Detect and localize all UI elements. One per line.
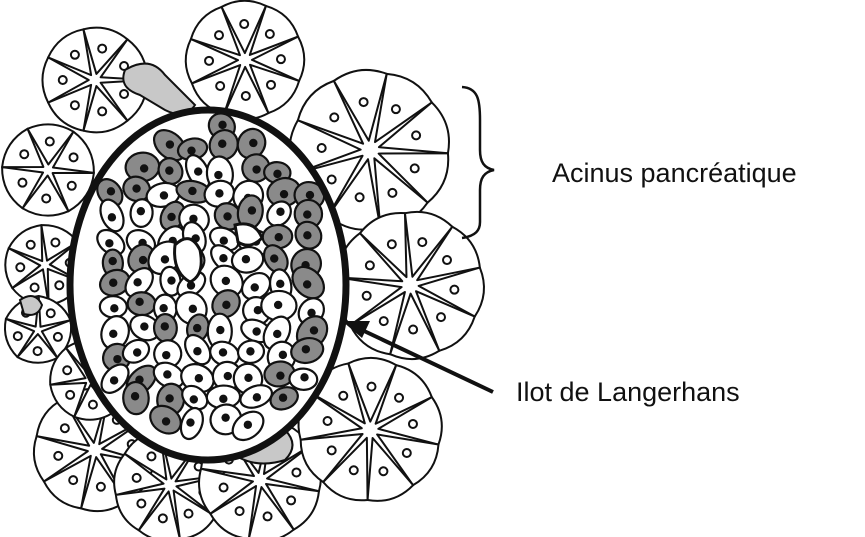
islet-nucleus xyxy=(276,280,284,288)
islet-nucleus xyxy=(242,255,250,263)
islet-nucleus xyxy=(244,374,252,382)
islet-nucleus xyxy=(159,304,167,312)
islet-nucleus xyxy=(163,370,171,378)
islet-nucleus xyxy=(279,394,287,402)
islet-nucleus xyxy=(113,355,121,363)
islet-nucleus xyxy=(107,187,115,195)
islet-nucleus xyxy=(133,348,141,356)
islet-nucleus xyxy=(135,298,143,306)
islet-nucleus xyxy=(215,189,223,197)
islet-nucleus xyxy=(276,371,284,379)
islet-nucleus xyxy=(160,191,168,199)
islet-nucleus xyxy=(223,212,231,220)
islet-nucleus xyxy=(249,139,257,147)
islet-nucleus xyxy=(108,213,116,221)
islet-of-langerhans xyxy=(70,108,346,460)
islet-nucleus xyxy=(302,345,310,353)
acinus-brace xyxy=(462,87,494,238)
islet-nucleus xyxy=(303,210,311,218)
islet-nucleus xyxy=(276,208,284,216)
islet-nucleus xyxy=(221,413,229,421)
islet-nucleus xyxy=(140,322,148,330)
islet-nucleus xyxy=(165,166,173,174)
islet-nucleus xyxy=(252,327,260,335)
islet-nucleus xyxy=(165,394,173,402)
islet-nucleus xyxy=(110,304,118,312)
islet-nucleus xyxy=(189,305,197,313)
islet-nucleus xyxy=(186,418,194,426)
islet-nucleus xyxy=(224,372,232,380)
islet-nucleus xyxy=(133,278,141,286)
islet-nucleus xyxy=(162,351,170,359)
islet-nucleus xyxy=(219,395,227,403)
islet-nucleus xyxy=(219,254,227,262)
capillary xyxy=(20,296,42,315)
islet-nucleus xyxy=(214,171,222,179)
islet-nucleus xyxy=(219,348,227,356)
islet-nucleus xyxy=(310,326,318,334)
islet-nucleus xyxy=(166,140,174,148)
acinus xyxy=(186,1,305,120)
islet-nucleus xyxy=(161,322,169,330)
islet-nucleus xyxy=(110,376,118,384)
islet-nucleus xyxy=(137,207,145,215)
islet-nucleus xyxy=(220,237,228,245)
islet-nucleus xyxy=(248,206,256,214)
islet-nucleus xyxy=(139,256,147,264)
acinus xyxy=(2,124,94,215)
islet-nucleus xyxy=(246,347,254,355)
islet-nucleus xyxy=(187,146,195,154)
islet-nucleus xyxy=(218,121,226,129)
islet-nucleus xyxy=(193,324,201,332)
acinus-label: Acinus pancréatique xyxy=(552,160,797,187)
ilot-label: Ilot de Langerhans xyxy=(516,379,740,406)
islet-nucleus xyxy=(109,330,117,338)
islet-nucleus xyxy=(279,351,287,359)
islet-nucleus xyxy=(306,191,314,199)
islet-nucleus xyxy=(251,283,259,291)
islet-nucleus xyxy=(132,184,140,192)
islet-nucleus xyxy=(280,190,288,198)
islet-nucleus xyxy=(161,255,169,263)
islet-nucleus xyxy=(253,393,261,401)
islet-nucleus xyxy=(222,277,230,285)
islet-nucleus xyxy=(195,374,203,382)
islet-nucleus xyxy=(303,231,311,239)
islet-nucleus xyxy=(109,279,117,287)
islet-nucleus xyxy=(190,395,198,403)
islet-nucleus xyxy=(273,330,281,338)
islet-nucleus xyxy=(273,170,281,178)
islet-nucleus xyxy=(275,233,283,241)
islet-nucleus xyxy=(140,164,148,172)
islet-nucleus xyxy=(167,213,175,221)
islet-nucleus xyxy=(108,257,116,265)
islet-nucleus xyxy=(105,239,113,247)
islet-nucleus xyxy=(303,280,311,288)
acinus xyxy=(337,212,484,359)
islet-nucleus xyxy=(188,187,196,195)
islet-nucleus xyxy=(300,373,308,381)
islet-nucleus xyxy=(244,421,252,429)
islet-nucleus xyxy=(218,140,226,148)
islet-nucleus xyxy=(167,276,175,284)
islet-nucleus xyxy=(216,326,224,334)
islet-nucleus xyxy=(222,301,230,309)
islet-nucleus xyxy=(270,254,278,262)
islet-nucleus xyxy=(131,392,139,400)
islet-nucleus xyxy=(252,165,260,173)
islet-nucleus xyxy=(194,167,202,175)
islet-nucleus xyxy=(274,301,282,309)
islet-nucleus xyxy=(193,347,201,355)
islet-nucleus xyxy=(162,417,170,425)
